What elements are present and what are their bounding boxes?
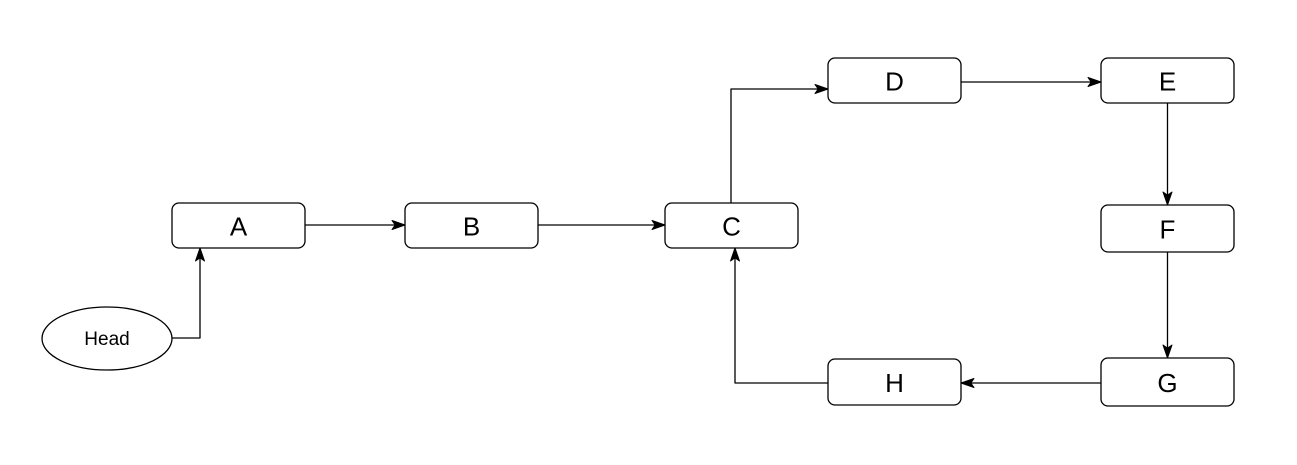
node-head: Head [41, 306, 173, 371]
node-h: H [827, 358, 962, 406]
node-shape-g [1100, 357, 1235, 407]
node-f: F [1100, 204, 1235, 253]
node-e: E [1100, 57, 1235, 104]
node-shape-b [404, 202, 539, 249]
node-label-g: G [1157, 368, 1177, 398]
node-label-c: C [722, 212, 741, 242]
edge-head-a [172, 247, 205, 339]
edge-c-d [730, 84, 829, 203]
node-shape-f [1100, 204, 1235, 253]
node-shape-head [41, 306, 173, 371]
node-label-d: D [885, 67, 904, 97]
node-label-h: H [885, 368, 904, 398]
node-shape-c [664, 202, 799, 249]
node-shape-d [827, 57, 962, 104]
node-c: C [664, 202, 799, 249]
node-b: B [404, 202, 539, 249]
edge-h-c [730, 247, 828, 384]
node-label-a: A [230, 212, 248, 242]
node-a: A [171, 202, 306, 249]
node-label-e: E [1159, 67, 1176, 97]
node-shape-h [827, 358, 962, 406]
node-label-f: F [1160, 215, 1176, 245]
node-label-b: B [463, 212, 480, 242]
node-d: D [827, 57, 962, 104]
node-shape-a [171, 202, 306, 249]
node-g: G [1100, 357, 1235, 407]
node-label-head: Head [84, 329, 129, 350]
node-shape-e [1100, 57, 1235, 104]
